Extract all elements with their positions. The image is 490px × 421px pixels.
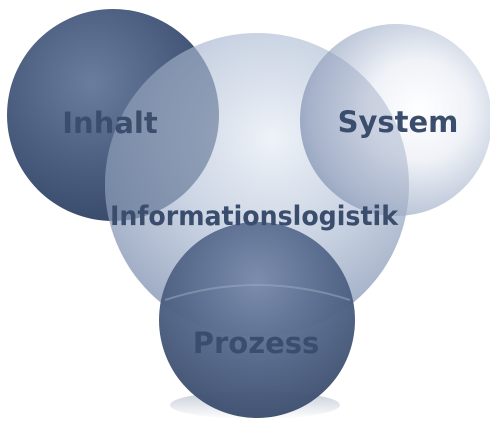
prozess-rim <box>164 284 351 301</box>
prozess-sphere <box>159 222 355 418</box>
system-overlap <box>300 33 409 216</box>
system-label: System <box>338 105 459 139</box>
prozess-label: Prozess <box>193 326 320 360</box>
inhalt-overlap <box>105 33 219 221</box>
system-sphere <box>300 24 490 216</box>
inhalt-label: Inhalt <box>62 106 158 140</box>
center-label: Informationslogistik <box>110 201 399 232</box>
